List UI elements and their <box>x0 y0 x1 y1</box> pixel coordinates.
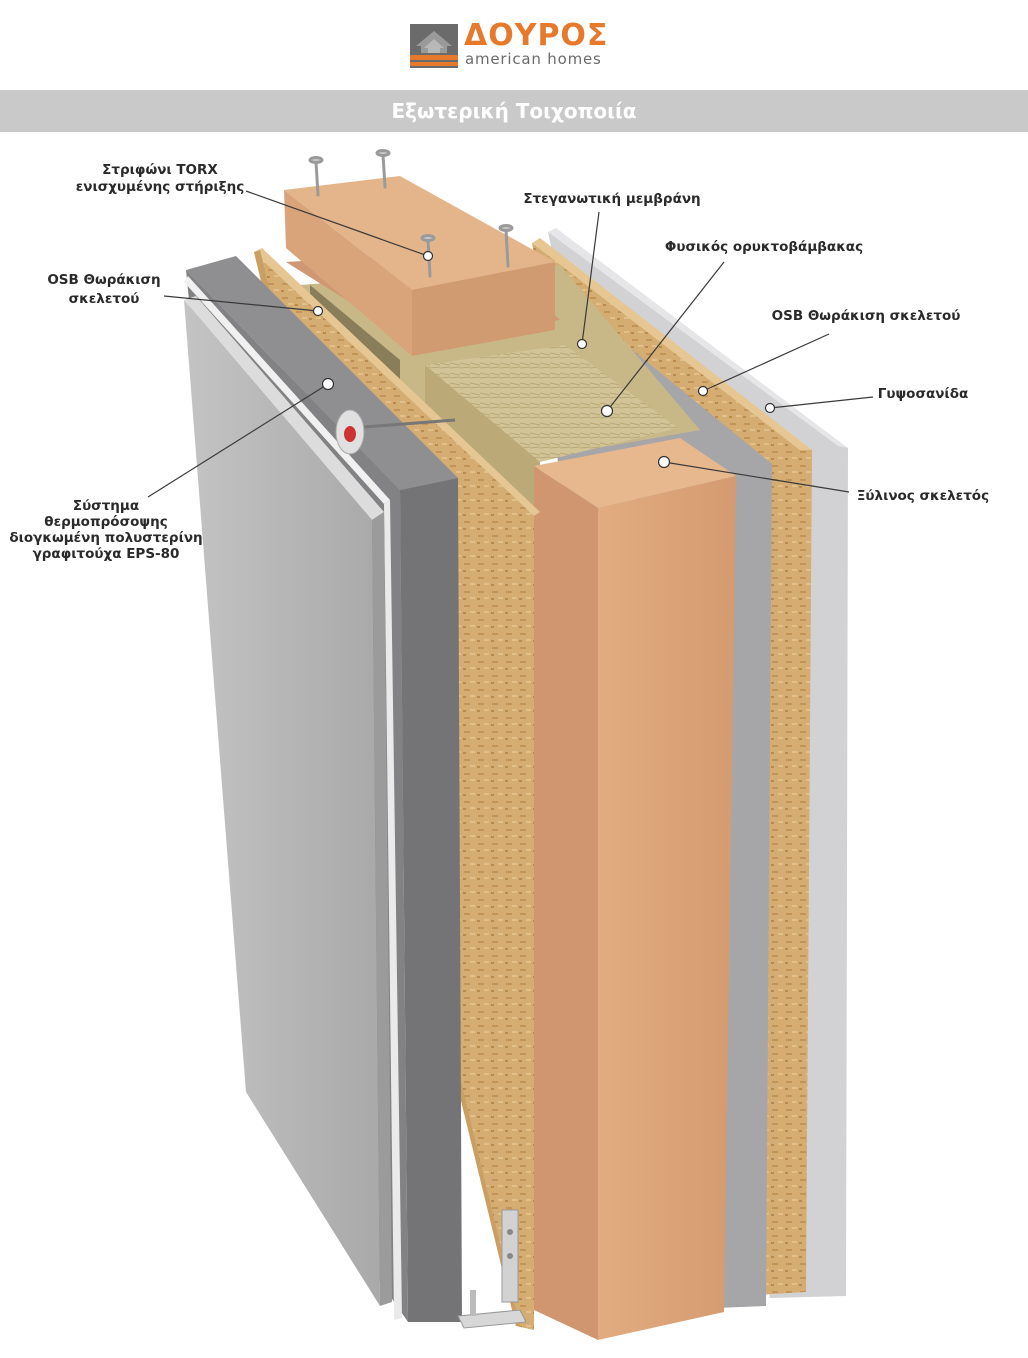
marker-wool <box>600 404 614 418</box>
label-torx-line2: ενισχυμένης στήριξης <box>76 179 245 195</box>
marker-membrane <box>576 338 588 350</box>
timber-stud <box>534 438 736 1340</box>
label-eps-line4: γραφιτούχα EPS-80 <box>33 546 180 562</box>
label-gypsum: Γυψοσανίδα <box>878 386 969 402</box>
leader-lines <box>147 190 874 498</box>
label-eps-line3: διογκωμένη πολυστερίνη <box>9 530 202 546</box>
anchor-dowel-icon <box>335 409 456 455</box>
brand-name: ΔΟΥΡΟΣ <box>464 18 609 53</box>
mesh-layer <box>184 276 402 1320</box>
label-eps-line2: θερμοπρόσοψης <box>44 514 167 530</box>
label-membrane: Στεγανωτική μεμβράνη <box>523 191 700 207</box>
label-torx: Στριφώνι TORX ενισχυμένης στήριξης <box>76 162 245 195</box>
marker-eps <box>321 377 335 391</box>
top-timber-plate <box>284 176 560 356</box>
house-logo-icon <box>410 24 458 68</box>
marker-osb-left <box>312 305 324 317</box>
label-osb-right: OSB Θωράκιση σκελετού <box>772 308 961 324</box>
brand-header: ΔΟΥΡΟΣ american homes <box>0 0 1028 88</box>
label-timber-frame: Ξύλινος σκελετός <box>857 488 989 504</box>
label-eps: Σύστημα θερμοπρόσοψης διογκωμένη πολυστε… <box>9 498 202 562</box>
title-bar: Εξωτερική Τοιχοποιία <box>0 90 1028 132</box>
torx-screws <box>308 149 514 278</box>
marker-osb-right <box>697 385 709 397</box>
brand-subtitle: american homes <box>465 50 602 68</box>
label-eps-line1: Σύστημα <box>73 498 139 514</box>
marker-gypsum <box>764 402 776 414</box>
marker-torx <box>422 250 434 262</box>
label-markers <box>312 250 776 469</box>
label-osb-left-line1: OSB Θωράκιση <box>47 272 160 288</box>
marker-timber <box>657 455 671 469</box>
external-render <box>184 296 392 1306</box>
label-mineral-wool: Φυσικός ορυκτοβάμβακας <box>665 239 863 255</box>
label-osb-left: OSB Θωράκιση σκελετού <box>47 272 160 307</box>
bottom-bracket <box>457 1209 527 1329</box>
label-osb-left-line2: σκελετού <box>69 291 140 307</box>
label-torx-line1: Στριφώνι TORX <box>102 162 218 178</box>
page-title: Εξωτερική Τοιχοποιία <box>391 99 637 123</box>
